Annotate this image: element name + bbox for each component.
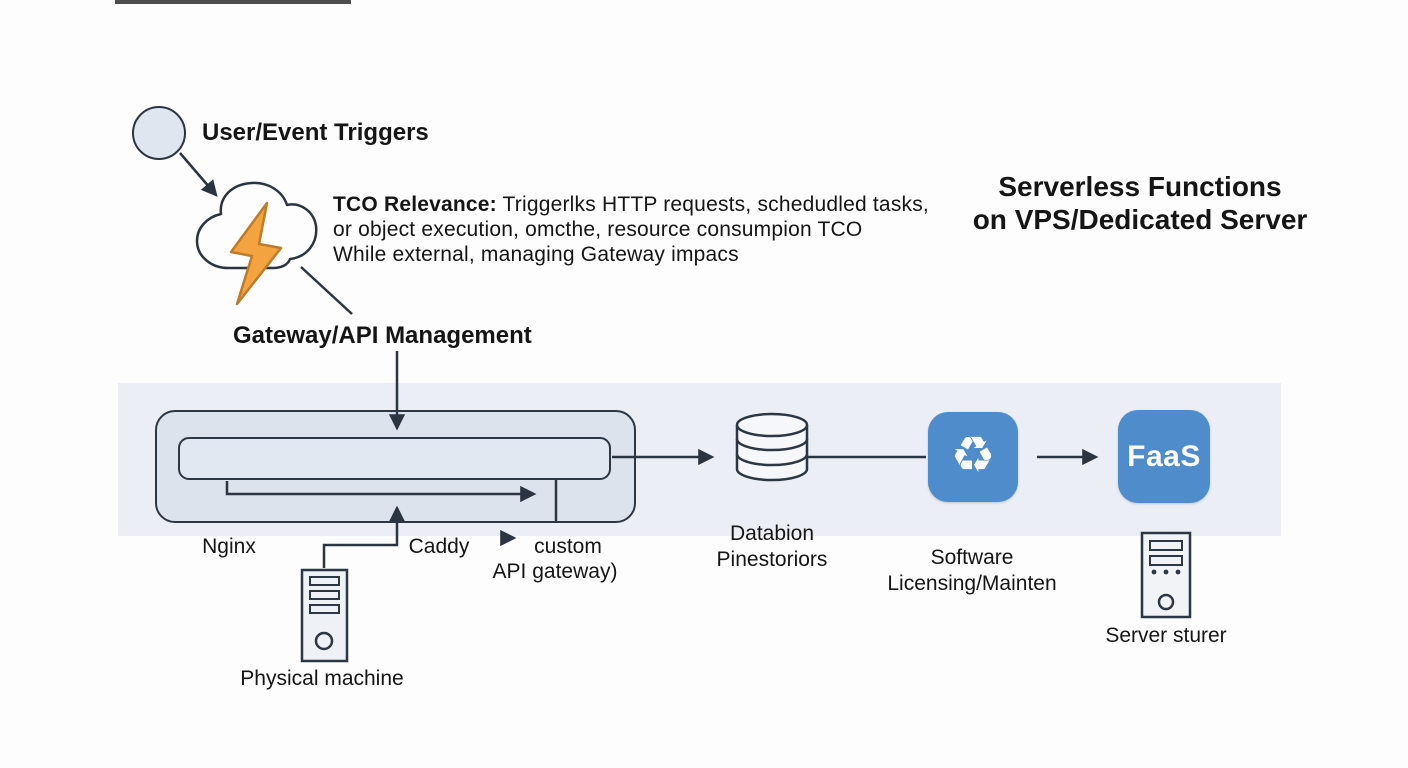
page-title: Serverless Functions on VPS/Dedicated Se…	[960, 170, 1320, 236]
caddy-label: Caddy	[408, 535, 470, 558]
page-title-line1: Serverless Functions	[998, 171, 1282, 202]
tco-note-lead: TCO Relevance:	[333, 193, 497, 216]
faas-label: FaaS	[1127, 439, 1201, 473]
nginx-label: Nginx	[202, 535, 256, 558]
software-label-line2: Licensing/Mainten	[887, 572, 1057, 595]
tco-note-line3: While external, managing Gateway impacs	[333, 243, 739, 266]
line-cloud-to-gateway	[300, 266, 353, 315]
custom-gateway-label-line2: API gateway)	[492, 560, 618, 583]
database-label: Databion Pinestoriors	[672, 521, 872, 573]
tco-note-line2: or object execution, omcthe, resource co…	[333, 218, 863, 241]
recycle-icon: ♻	[950, 426, 996, 484]
software-licensing-label: Software Licensing/Mainten	[872, 545, 1072, 597]
server-tower-icon	[1140, 531, 1192, 619]
software-licensing-tile: ♻	[928, 412, 1018, 502]
database-label-line1: Databion	[729, 522, 815, 545]
physical-machine-label: Physical machine	[240, 667, 404, 690]
gateway-api-management-label: Gateway/API Management	[233, 322, 532, 349]
page-title-line2: on VPS/Dedicated Server	[972, 204, 1308, 235]
user-event-circle-icon	[132, 106, 186, 160]
tco-note-line1: TCO Relevance: Triggerlks HTTP requests,…	[333, 192, 929, 217]
custom-gateway-label-line1: custom	[534, 535, 602, 558]
tco-note-line1-rest: Triggerlks HTTP requests, schedudled tas…	[496, 193, 929, 216]
arrow-trigger-to-cloud	[179, 152, 218, 197]
user-event-triggers-label: User/Event Triggers	[202, 119, 429, 146]
server-label: Server sturer	[1105, 624, 1227, 647]
database-label-line2: Pinestoriors	[716, 548, 828, 571]
cloud-lightning-icon	[195, 181, 318, 306]
top-crop-artifact	[115, 0, 351, 4]
lightning-bolt-icon	[229, 201, 283, 306]
physical-machine-icon	[300, 568, 349, 663]
software-label-line1: Software	[930, 546, 1014, 569]
faas-tile: FaaS	[1118, 410, 1210, 503]
gateway-inner-box	[178, 437, 611, 480]
tco-note: TCO Relevance: Triggerlks HTTP requests,…	[333, 192, 929, 267]
